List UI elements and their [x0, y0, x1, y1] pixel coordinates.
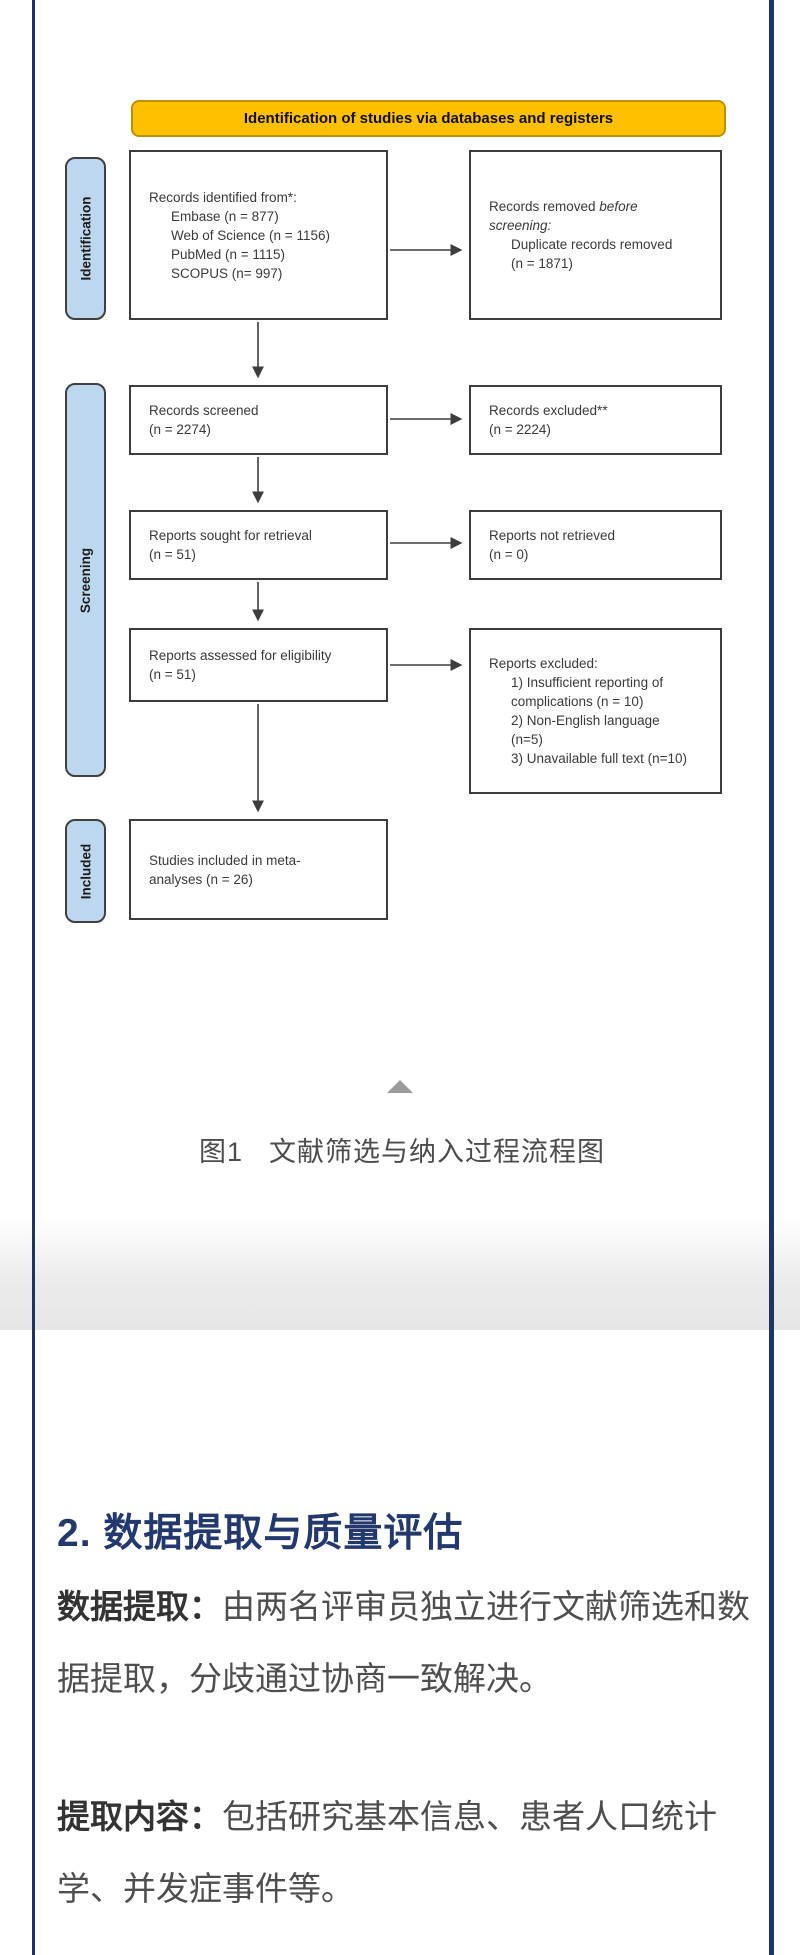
section-divider-band: [0, 1218, 800, 1330]
box-title: Reports excluded:: [489, 656, 598, 671]
box-title: Records identified from*:: [149, 189, 297, 205]
box-line-list: Reports sought for retrieval (n = 51): [149, 526, 378, 564]
box-line: Records excluded**: [489, 403, 608, 418]
box-item: 1) Insufficient reporting of: [511, 675, 664, 690]
paragraph-1-lead: 数据提取：: [57, 1588, 222, 1625]
box-item-list: Duplicate records removed (n = 1871): [489, 235, 712, 273]
card-border-left: [32, 0, 35, 1955]
box-line: Records screened: [149, 403, 259, 418]
paragraph-2-lead: 提取内容：: [57, 1798, 222, 1835]
box-line-list: Studies included in meta-analyses (n = 2…: [149, 851, 378, 889]
box-reports-assessed: Reports assessed for eligibility (n = 51): [129, 628, 388, 702]
card-border-right: [769, 0, 774, 1955]
stage-bar-screening: Screening: [65, 383, 106, 777]
box-line-list: Records screened (n = 2274): [149, 401, 378, 439]
flow-header-label: Identification of studies via databases …: [243, 110, 614, 127]
collapse-arrow-icon[interactable]: [387, 1080, 413, 1093]
box-reports-excluded-reasons: Reports excluded: 1) Insufficient report…: [469, 628, 722, 794]
figure-caption-text: 文献筛选与纳入过程流程图: [269, 1137, 606, 1167]
box-line: screening:: [489, 218, 552, 233]
paragraph-1-line-1: 数据提取：由两名评审员独立进行文献筛选和数: [57, 1588, 750, 1625]
paragraph-1-line-2: 据提取，分歧通过协商一致解决。: [57, 1660, 552, 1697]
box-item: Duplicate records removed: [511, 237, 673, 252]
box-item-list: Embase (n = 877) Web of Science (n = 1156…: [149, 207, 378, 283]
box-reports-not-retrieved: Reports not retrieved (n = 0): [469, 510, 722, 580]
paragraph-2-line-1: 提取内容：包括研究基本信息、患者人口统计: [57, 1798, 717, 1835]
box-line: (n = 2274): [149, 422, 211, 437]
box-records-screened: Records screened (n = 2274): [129, 385, 388, 455]
box-line-list: Records excluded** (n = 2224): [489, 401, 712, 439]
box-item: SCOPUS (n= 997): [171, 265, 283, 281]
box-line: Studies included in meta-: [149, 852, 301, 868]
box-line-list: Reports not retrieved (n = 0): [489, 526, 712, 564]
box-item: 3) Unavailable full text (n=10): [511, 751, 687, 766]
box-line: analyses (n = 26): [149, 871, 253, 887]
box-studies-included: Studies included in meta-analyses (n = 2…: [129, 819, 388, 920]
box-line-list: Reports assessed for eligibility (n = 51): [149, 646, 378, 684]
box-line: Reports sought for retrieval: [149, 528, 312, 543]
box-line: (n = 2224): [489, 422, 551, 437]
box-item: (n=5): [511, 732, 543, 747]
box-item: Web of Science (n = 1156): [171, 227, 330, 243]
box-records-removed: Records removed before screening: Duplic…: [469, 150, 722, 320]
box-line: (n = 51): [149, 547, 196, 562]
stage-bar-included: Included: [65, 819, 106, 923]
box-item-list: 1) Insufficient reporting of complication…: [489, 673, 712, 768]
box-item: Embase (n = 877): [171, 208, 279, 224]
stage-bar-identification: Identification: [65, 157, 106, 320]
flow-header-banner: Identification of studies via databases …: [131, 100, 726, 137]
box-item: PubMed (n = 1115): [171, 246, 285, 262]
box-item: (n = 1871): [511, 256, 573, 271]
box-line: Records removed before: [489, 199, 638, 214]
section-heading: 2. 数据提取与质量评估: [57, 1512, 464, 1555]
box-line: (n = 51): [149, 667, 196, 682]
box-reports-sought: Reports sought for retrieval (n = 51): [129, 510, 388, 580]
figure-caption: 图1 文献筛选与纳入过程流程图: [34, 1130, 770, 1169]
figure-caption-prefix: 图1: [198, 1137, 244, 1167]
box-line: Reports assessed for eligibility: [149, 648, 332, 663]
paragraph-2-line-2: 学、并发症事件等。: [57, 1870, 354, 1907]
box-item: 2) Non-English language: [511, 713, 660, 728]
box-line: Reports not retrieved: [489, 528, 616, 543]
box-line: (n = 0): [489, 547, 529, 562]
flow-arrows: [252, 244, 463, 813]
box-records-identified: Records identified from*: Embase (n = 87…: [129, 150, 388, 320]
box-records-excluded: Records excluded** (n = 2224): [469, 385, 722, 455]
box-item: complications (n = 10): [511, 694, 644, 709]
